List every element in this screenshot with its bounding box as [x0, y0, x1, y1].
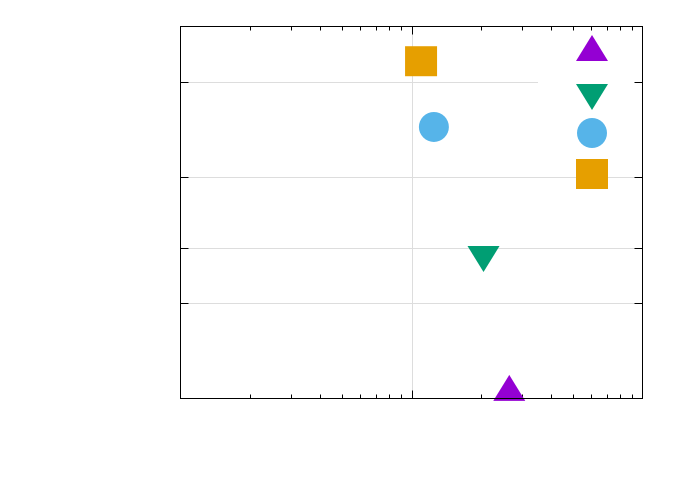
data-points [405, 46, 526, 401]
square-legend-marker [576, 159, 608, 189]
triangle-up-data-point [493, 374, 526, 401]
circle-legend-marker [577, 118, 607, 148]
legend [576, 35, 608, 189]
axis-ticks [180, 26, 643, 399]
grid-lines [180, 26, 643, 399]
plot-frame [180, 26, 643, 399]
triangle-down-data-point [467, 246, 500, 273]
circle-data-point [418, 111, 449, 142]
square-data-point [405, 46, 438, 77]
triangle-down-legend-marker [576, 84, 608, 110]
triangle-up-legend-marker [576, 35, 608, 61]
